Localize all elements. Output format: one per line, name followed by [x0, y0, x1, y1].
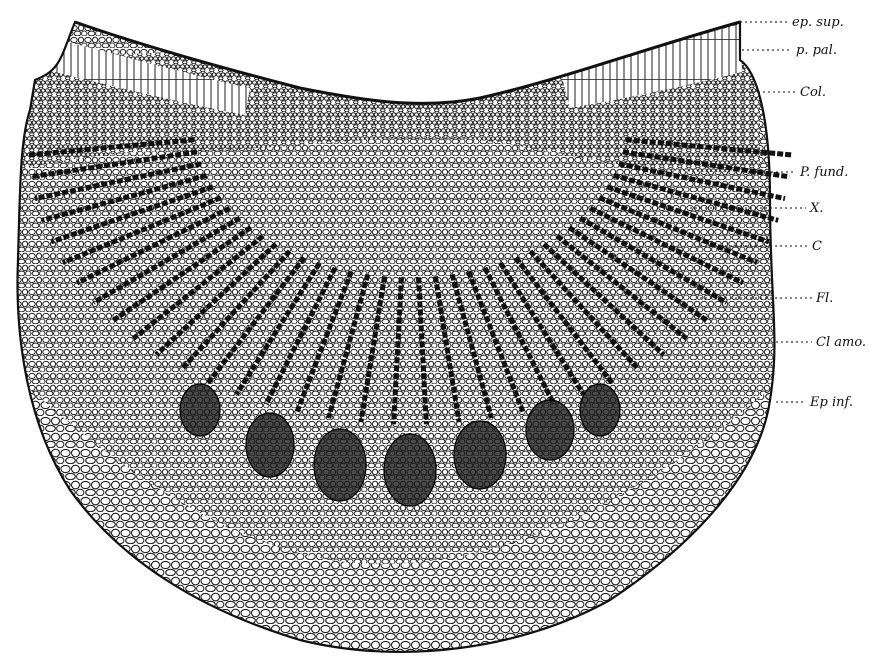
phloem-lobe	[580, 384, 620, 436]
label-col: Col.	[800, 85, 826, 100]
label-x: X.	[809, 201, 823, 216]
label-ep-sup: ep. sup.	[792, 15, 844, 30]
phloem-lobe	[246, 413, 294, 477]
phloem-lobe	[454, 421, 506, 489]
phloem-lobe	[526, 400, 574, 460]
label-ep-inf: Ep inf.	[809, 395, 853, 410]
phloem-lobe	[180, 384, 220, 436]
label-c: C	[812, 239, 822, 254]
phloem-lobe	[314, 429, 366, 501]
label-p-pal: p. pal.	[796, 43, 837, 58]
label-fl: Fl.	[815, 291, 833, 306]
label-p-fund: P. fund.	[799, 165, 848, 180]
label-cl-amo: Cl amo.	[816, 335, 866, 350]
phloem-lobe	[384, 434, 436, 506]
